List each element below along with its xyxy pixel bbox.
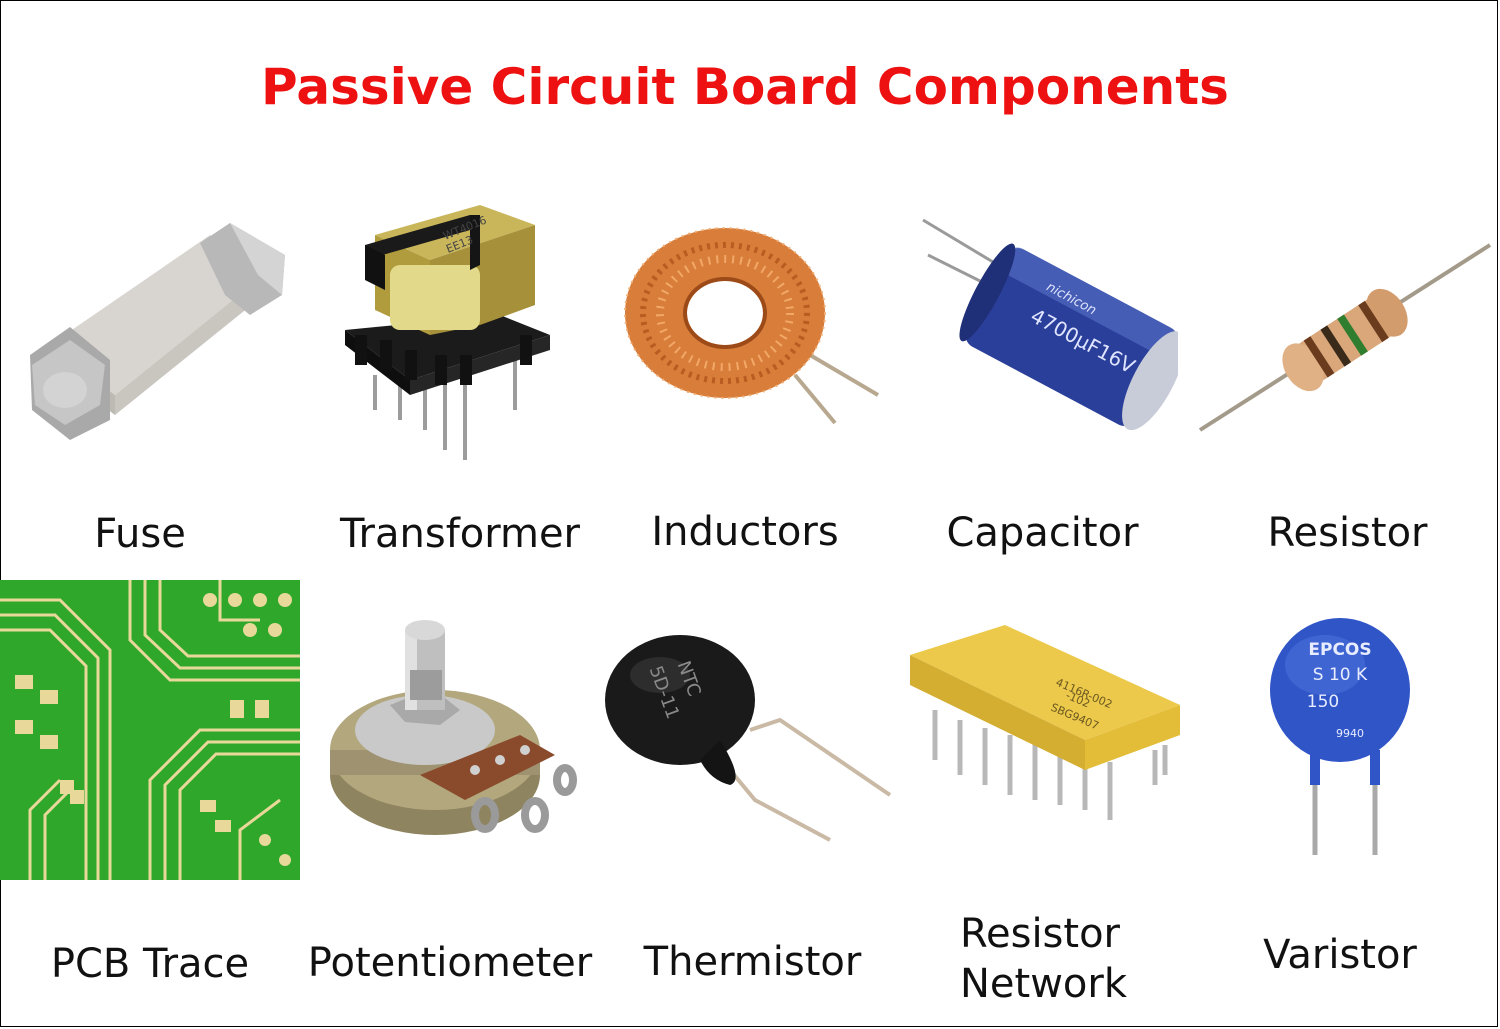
inductor-image [620,225,885,435]
page-title: Passive Circuit Board Components [261,58,1229,116]
varistor-marking-code: 9940 [1336,727,1364,740]
varistor-marking-brand: EPCOS [1308,640,1371,660]
transformer-image: WT4016 EE13 [330,195,570,470]
varistor-marking-type: S 10 K [1313,665,1368,685]
label-transformer: Transformer [339,511,581,557]
capacitor-image: 4700µF16V nichicon [918,200,1178,445]
label-varistor: Varistor [1263,932,1417,978]
label-resistor-network-line2: Network [960,961,1128,1007]
varistor-marking-voltage: 150 [1307,692,1339,712]
thermistor-image: NTC 5D-11 [600,630,895,845]
label-thermistor: Thermistor [643,939,862,985]
resistor-network-image: 4116R-002 -102 SBG9407 [905,610,1185,835]
label-resistor: Resistor [1267,510,1428,556]
resistor-image [1195,240,1495,440]
label-potentiometer: Potentiometer [307,940,593,986]
label-resistor-network-line1: Resistor [960,911,1120,957]
varistor-image: EPCOS S 10 K 150 9940 [1265,610,1415,860]
label-inductors: Inductors [651,509,839,555]
pcb-trace-image [0,580,300,880]
fuse-image [20,215,290,445]
label-fuse: Fuse [94,511,186,557]
label-pcb-trace: PCB Trace [50,941,250,987]
potentiometer-image [325,600,585,850]
label-capacitor: Capacitor [946,510,1139,556]
